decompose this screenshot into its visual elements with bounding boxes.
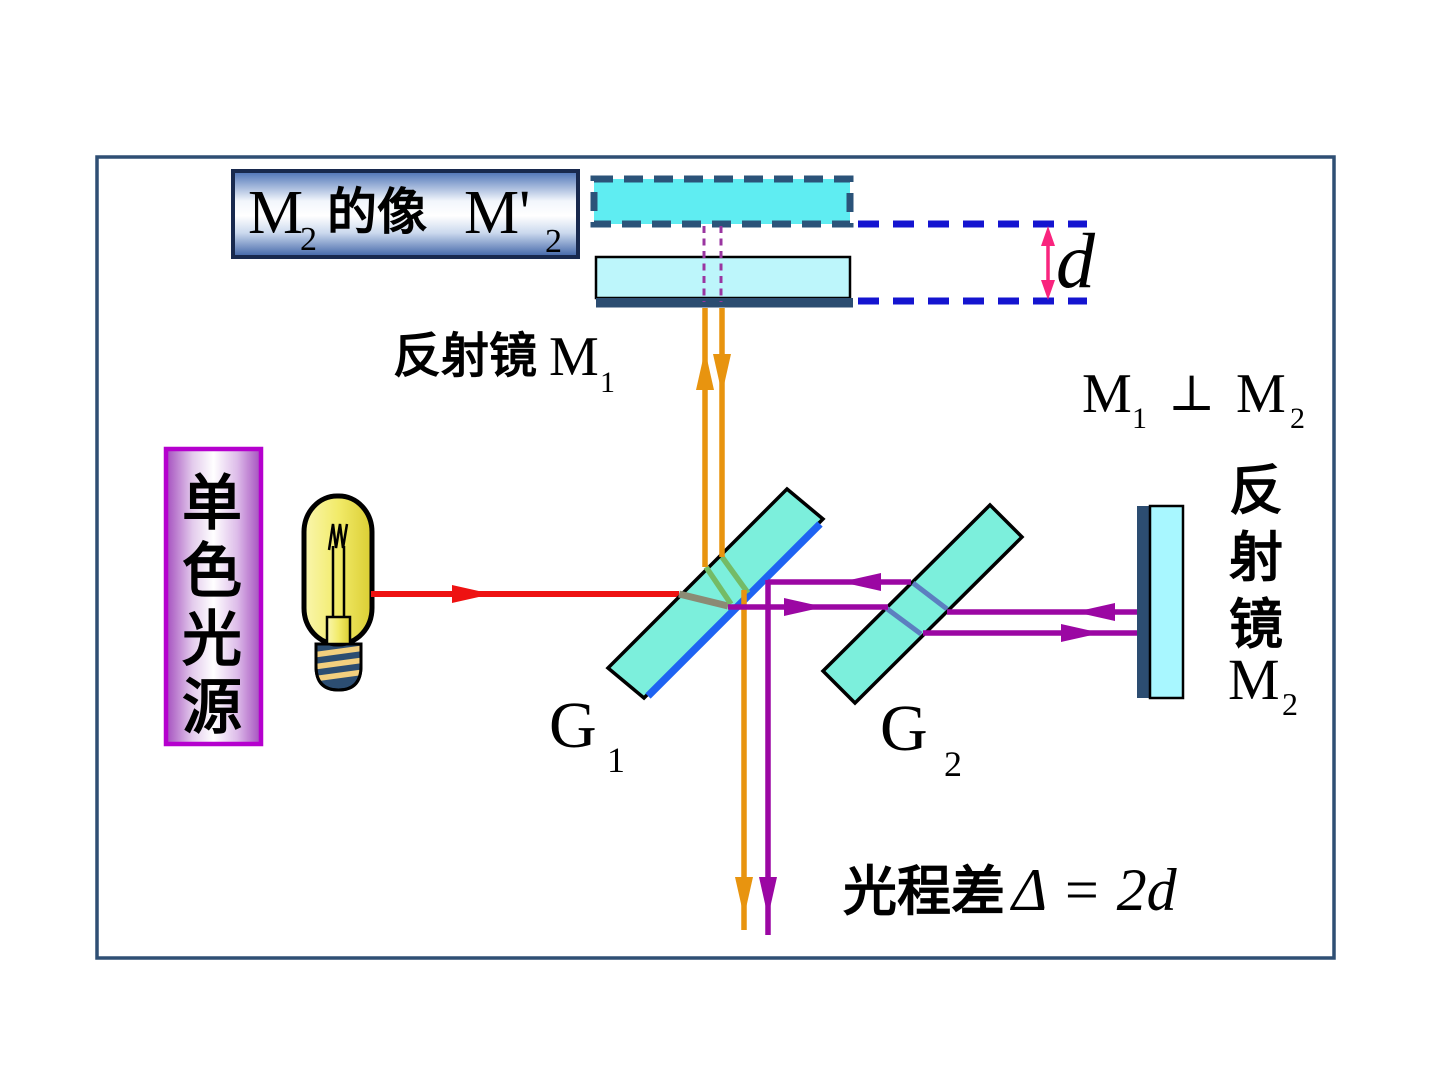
perp-sub1: 1 [1132, 402, 1147, 435]
path-difference-label: 光程差 [843, 862, 1005, 922]
mirror-m1-coating [596, 298, 853, 308]
source-label-box [163, 446, 264, 747]
ray-to-m2-arrowhead2 [1061, 624, 1101, 642]
m2-image-label-m: M [248, 179, 303, 247]
ray-from-m1-arrowhead [713, 354, 731, 394]
compensator-plate-g2 [820, 502, 1025, 706]
internal-ray-g2-return [911, 581, 949, 611]
m2-image-label-sub2: 2 [545, 223, 562, 260]
ray-from-m2-arrowhead2 [841, 573, 881, 591]
m2-image-label-mprime: M' [464, 179, 530, 247]
distance-arrowhead-up [1041, 226, 1055, 246]
m2-image-label-box [231, 169, 580, 259]
mirror-m1-label-hanzi: 反射镜 [393, 330, 537, 383]
output-ray-orange-arrowhead [735, 877, 753, 917]
mirror-m2-label-char1: 反 [1229, 461, 1283, 521]
g2-label: G [880, 692, 928, 765]
perp-m2: M [1236, 363, 1286, 425]
mirror-m2-label-char2: 射 [1229, 528, 1283, 588]
perp-m1: M [1082, 363, 1132, 425]
incident-ray-arrowhead [452, 585, 492, 603]
m2-virtual-image-mirror [590, 175, 854, 228]
distance-arrowhead-down [1041, 280, 1055, 300]
mirror-m2-glass [1148, 504, 1185, 700]
mirror-m1-glass [594, 255, 852, 300]
path-difference-formula: Δ = 2d [1010, 857, 1178, 923]
bulb-base-outline [314, 642, 363, 692]
g1-semireflective-coating [645, 521, 823, 699]
m2-image-label-hanzi: 的像 [327, 184, 427, 240]
mirror-m1-label-m: M [549, 326, 599, 388]
m2-image-label-sub: 2 [300, 221, 317, 258]
g1-label: G [549, 689, 597, 762]
g2-label-sub: 2 [944, 744, 962, 784]
distance-label: d [1056, 217, 1096, 304]
light-bulb [301, 493, 375, 692]
mirror-m1-label-sub: 1 [600, 366, 615, 399]
outer-frame [95, 155, 1336, 960]
source-char-2: 色 [182, 539, 242, 605]
mirror-m2-label-m: M [1228, 647, 1280, 712]
ray-to-m1-arrowhead [696, 350, 714, 390]
perp-symbol: ⊥ [1168, 365, 1215, 421]
mirror-m2-label-sub: 2 [1282, 686, 1298, 722]
source-char-3: 光 [182, 607, 242, 673]
source-char-1: 单 [182, 471, 242, 537]
ray-to-m2-arrowhead1 [784, 598, 824, 616]
mirror-m2-label-char3: 镜 [1229, 595, 1283, 655]
internal-ray-g2-out [884, 605, 923, 637]
beam-splitter-g1 [605, 486, 826, 701]
bulb-stem [325, 615, 352, 646]
source-char-4: 源 [182, 675, 242, 741]
internal-ray-g1-up [703, 565, 734, 606]
output-ray-purple-arrowhead [759, 877, 777, 917]
perp-sub2: 2 [1290, 402, 1305, 435]
mirror-m2-coating [1137, 506, 1150, 698]
bulb-threads [316, 645, 361, 682]
refracted-ray-in-g1 [678, 590, 729, 610]
bulb-filament-coil [327, 523, 349, 551]
internal-ray-g1-return [719, 555, 751, 595]
ray-from-m2-arrowhead1 [1075, 603, 1115, 621]
g1-label-sub: 1 [607, 740, 625, 780]
